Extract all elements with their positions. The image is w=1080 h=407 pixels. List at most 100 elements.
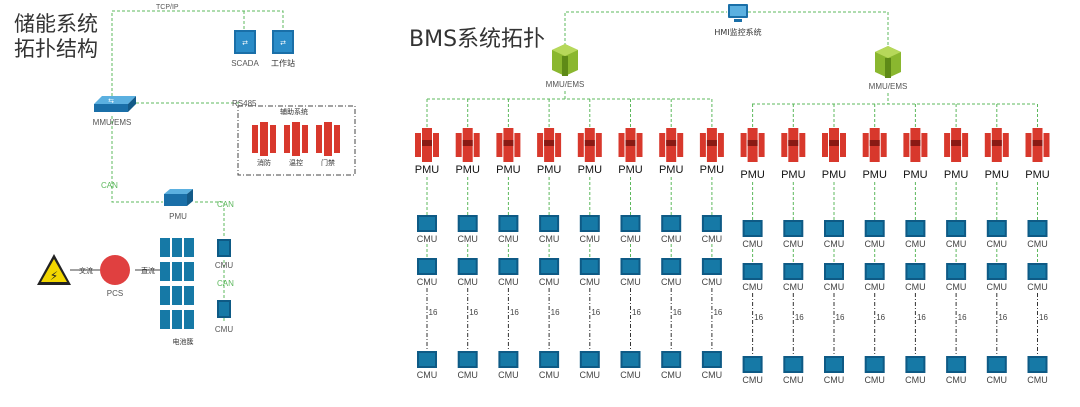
- cmu-count-label: 16: [836, 313, 845, 322]
- cmu-icon: [579, 258, 600, 275]
- transformer-warning-icon: ⚡: [37, 254, 71, 285]
- cmu-icon: [539, 351, 560, 368]
- cmu-label: CMU: [620, 370, 641, 380]
- cmu-label: CMU: [864, 282, 885, 292]
- pmu-label: PMU: [700, 164, 725, 176]
- right-panel: BMS系统拓扑 HMI监控系统 MMU/EMS MMU/EMS: [409, 4, 1050, 385]
- pmu-label: PMU: [537, 164, 562, 176]
- pmu-label: PMU: [822, 169, 847, 181]
- cmu-count-label: 16: [876, 313, 885, 322]
- pmu-icon: [415, 128, 439, 162]
- cmu-label: CMU: [1027, 375, 1048, 385]
- cmu-label: CMU: [661, 234, 682, 244]
- cmu-label: CMU: [742, 375, 763, 385]
- cmu-icon: [579, 351, 600, 368]
- cmu-label: CMU: [905, 375, 926, 385]
- door-label: 门禁: [321, 158, 335, 167]
- pmu-label: PMU: [455, 164, 480, 176]
- cmu-left-top-icon: [217, 239, 231, 257]
- cmu-icon: [986, 263, 1007, 280]
- cmu-count-label: 16: [1039, 313, 1048, 322]
- cmu-left-bottom-icon: [217, 300, 231, 318]
- cmu-icon: [457, 215, 478, 232]
- svg-text:⇆: ⇆: [108, 98, 114, 105]
- cmu-label: CMU: [864, 239, 885, 249]
- mmu-switch-icon: ⇆: [94, 96, 136, 112]
- pmu-label: PMU: [1025, 169, 1050, 181]
- cmu-icon: [457, 351, 478, 368]
- pmu-label: PMU: [578, 164, 603, 176]
- hvac-icon: [284, 122, 308, 156]
- svg-text:⇄: ⇄: [280, 40, 286, 47]
- cmu-label: CMU: [498, 277, 519, 287]
- cmu-icon: [539, 258, 560, 275]
- cmu-icon: [783, 263, 804, 280]
- aux-system-label: 辅助系统: [280, 107, 308, 116]
- rs485-label: RS485: [232, 99, 257, 108]
- can-label-a: CAN: [101, 181, 118, 190]
- workstation-icon: ⇄: [272, 30, 294, 54]
- bms-title: BMS系统拓扑: [409, 27, 545, 52]
- cmu-icon: [498, 351, 519, 368]
- cmu-label: CMU: [457, 370, 478, 380]
- cmu-label: CMU: [539, 370, 560, 380]
- cmu-icon: [498, 215, 519, 232]
- cmu-label: CMU: [905, 282, 926, 292]
- cmu-icon: [620, 351, 641, 368]
- cmu-label: CMU: [905, 239, 926, 249]
- pcs-icon: [100, 255, 130, 285]
- pmu-icon: [781, 128, 806, 162]
- left-links: [111, 10, 284, 322]
- cmu-left-top-label: CMU: [215, 261, 233, 270]
- fire-label: 消防: [257, 158, 271, 167]
- cmu-icon: [457, 258, 478, 275]
- left-panel: 储能系统 拓扑结构 TCP/IP ⇄ SCADA ⇄ 工作站: [14, 4, 356, 346]
- cmu-icon: [1027, 220, 1048, 237]
- cmu-count-label: 16: [958, 313, 967, 322]
- mmu-node-right-icon: [875, 46, 901, 78]
- cmu-icon: [701, 258, 722, 275]
- pmu-server-icon: [164, 189, 193, 206]
- cmu-icon: [1027, 263, 1048, 280]
- scada-label: SCADA: [231, 59, 259, 68]
- pmu-label: PMU: [740, 169, 765, 181]
- cmu-icon: [417, 215, 437, 232]
- cmu-label: CMU: [661, 370, 682, 380]
- left-title-line2: 拓扑结构: [14, 37, 98, 61]
- cmu-icon: [824, 356, 844, 373]
- pmu-icon: [577, 128, 602, 162]
- cmu-icon: [579, 215, 600, 232]
- mmu-node-right-label: MMU/EMS: [869, 82, 908, 91]
- pmu-label: PMU: [781, 169, 806, 181]
- cmu-icon: [905, 356, 926, 373]
- door-icon: [316, 122, 340, 156]
- cmu-icon: [783, 220, 804, 237]
- cmu-count-label: 16: [713, 308, 722, 317]
- svg-text:⇄: ⇄: [242, 40, 248, 47]
- battery-cluster-label: 电池簇: [173, 337, 194, 346]
- cmu-label: CMU: [457, 234, 478, 244]
- mmu-ems-label: MMU/EMS: [93, 118, 132, 127]
- cmu-label: CMU: [987, 239, 1008, 249]
- cmu-icon: [701, 215, 722, 232]
- cmu-count-label: 16: [632, 308, 641, 317]
- cmu-label: CMU: [580, 234, 601, 244]
- left-title-line1: 储能系统: [14, 12, 98, 36]
- cmu-count-label: 16: [510, 308, 519, 317]
- cmu-label: CMU: [742, 239, 763, 249]
- cmu-icon: [620, 215, 641, 232]
- pmu-icon: [862, 128, 887, 162]
- cmu-icon: [661, 351, 682, 368]
